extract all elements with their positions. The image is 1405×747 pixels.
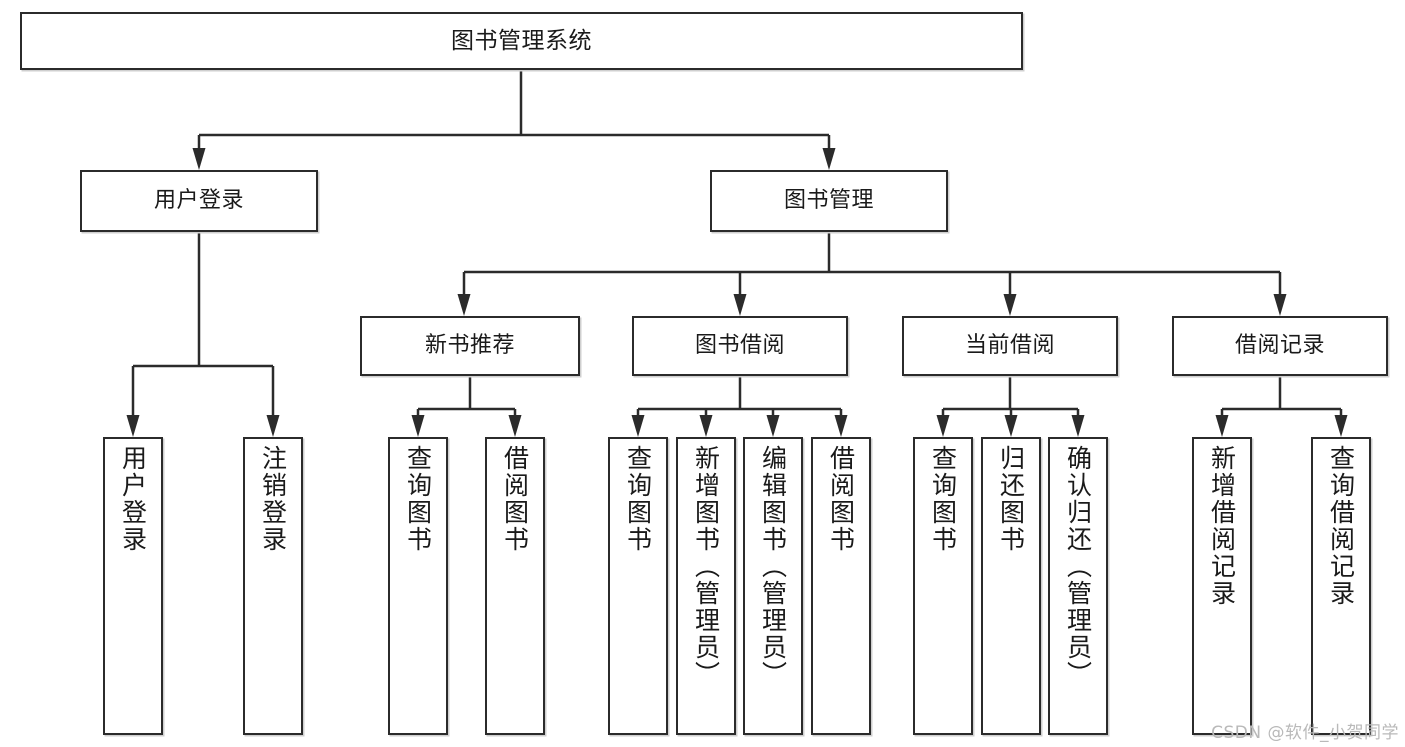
edge-arrowhead-new_book_rec_to_leaves-0	[411, 415, 425, 437]
node-label-leaf-return-book: 归还图书	[996, 445, 1026, 553]
node-label-leaf-borrow-book: 借阅图书	[826, 445, 856, 553]
node-label-leaf-confirm-return: 确认归还（管理员）	[1063, 445, 1093, 688]
edge-arrowhead-book_borrow_to_leaves-0	[631, 415, 645, 437]
node-label-leaf-user-login: 用户登录	[118, 445, 148, 553]
node-label-user-login: 用户登录	[153, 188, 244, 214]
edge-arrowhead-user_login_to_leaves-0	[126, 415, 140, 437]
edge-arrowhead-book_manage_to_level3-1	[733, 294, 747, 316]
node-label-new-book-rec: 新书推荐	[424, 333, 515, 359]
edge-arrowhead-book_borrow_to_leaves-2	[766, 415, 780, 437]
edge-arrowhead-book_borrow_to_leaves-1	[699, 415, 713, 437]
edge-arrowhead-current_borrow_to_leaves-1	[1004, 415, 1018, 437]
edge-arrowhead-current_borrow_to_leaves-0	[936, 415, 950, 437]
node-label-leaf-add-book: 新增图书（管理员）	[691, 445, 721, 688]
edge-arrowhead-current_borrow_to_leaves-2	[1071, 415, 1085, 437]
node-label-leaf-query-book-cur: 查询图书	[928, 445, 958, 553]
node-label-root: 图书管理系统	[451, 27, 592, 54]
edge-arrowhead-borrow_record_to_leaves-0	[1215, 415, 1229, 437]
edge-arrowhead-book_borrow_to_leaves-3	[834, 415, 848, 437]
node-label-leaf-query-book-borrow: 查询图书	[623, 445, 653, 553]
node-leaf-query-book-borrow[interactable]: 查询图书	[608, 437, 668, 735]
node-new-book-rec[interactable]: 新书推荐	[360, 316, 580, 376]
node-leaf-confirm-return[interactable]: 确认归还（管理员）	[1048, 437, 1108, 735]
node-leaf-query-book-cur[interactable]: 查询图书	[913, 437, 973, 735]
node-label-current-borrow: 当前借阅	[964, 333, 1055, 359]
edge-arrowhead-book_manage_to_level3-2	[1003, 294, 1017, 316]
watermark-text: CSDN @软件_小贺同学	[1211, 723, 1399, 743]
node-leaf-edit-book[interactable]: 编辑图书（管理员）	[743, 437, 803, 735]
node-leaf-query-book-rec[interactable]: 查询图书	[388, 437, 448, 735]
node-leaf-logout[interactable]: 注销登录	[243, 437, 303, 735]
edge-arrowhead-root_to_level2-1	[822, 148, 836, 170]
node-leaf-add-book[interactable]: 新增图书（管理员）	[676, 437, 736, 735]
node-leaf-return-book[interactable]: 归还图书	[981, 437, 1041, 735]
node-leaf-add-record[interactable]: 新增借阅记录	[1192, 437, 1252, 735]
edge-arrowhead-book_manage_to_level3-3	[1273, 294, 1287, 316]
node-label-leaf-edit-book: 编辑图书（管理员）	[758, 445, 788, 688]
node-leaf-query-record[interactable]: 查询借阅记录	[1311, 437, 1371, 735]
node-current-borrow[interactable]: 当前借阅	[902, 316, 1118, 376]
node-label-leaf-query-book-rec: 查询图书	[403, 445, 433, 553]
edge-arrowhead-new_book_rec_to_leaves-1	[508, 415, 522, 437]
node-label-leaf-add-record: 新增借阅记录	[1207, 445, 1237, 607]
node-root[interactable]: 图书管理系统	[20, 12, 1023, 70]
node-label-leaf-borrow-book-rec: 借阅图书	[500, 445, 530, 553]
edge-arrowhead-user_login_to_leaves-1	[266, 415, 280, 437]
node-label-book-manage: 图书管理	[783, 188, 874, 214]
node-leaf-borrow-book[interactable]: 借阅图书	[811, 437, 871, 735]
node-borrow-record[interactable]: 借阅记录	[1172, 316, 1388, 376]
node-label-borrow-record: 借阅记录	[1234, 333, 1325, 359]
node-book-manage[interactable]: 图书管理	[710, 170, 948, 232]
edge-arrowhead-borrow_record_to_leaves-1	[1334, 415, 1348, 437]
edge-arrowhead-root_to_level2-0	[192, 148, 206, 170]
node-leaf-user-login[interactable]: 用户登录	[103, 437, 163, 735]
edge-arrowhead-book_manage_to_level3-0	[457, 294, 471, 316]
node-label-leaf-logout: 注销登录	[258, 445, 288, 553]
node-label-book-borrow: 图书借阅	[694, 333, 785, 359]
node-label-leaf-query-record: 查询借阅记录	[1326, 445, 1356, 607]
node-leaf-borrow-book-rec[interactable]: 借阅图书	[485, 437, 545, 735]
node-book-borrow[interactable]: 图书借阅	[632, 316, 848, 376]
node-user-login[interactable]: 用户登录	[80, 170, 318, 232]
